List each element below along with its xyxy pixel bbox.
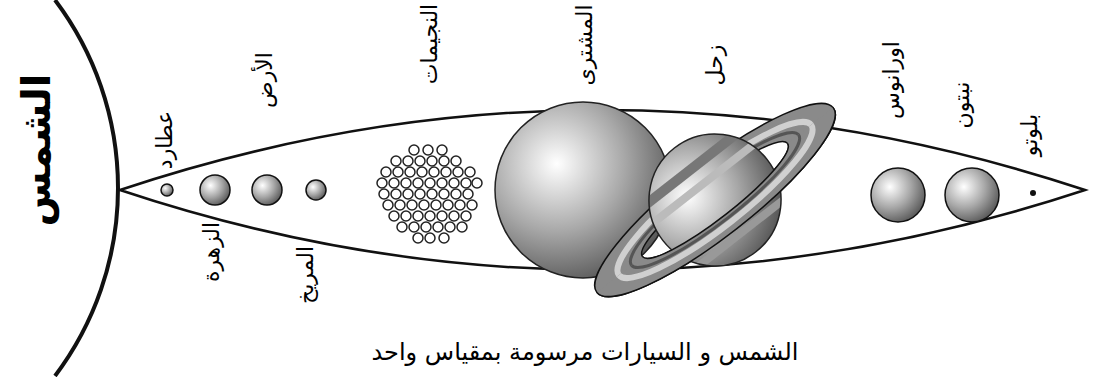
asteroid-belt xyxy=(395,200,405,210)
neptune xyxy=(945,168,999,222)
planet-label: عطارد xyxy=(152,111,178,169)
planet-label: الأرض xyxy=(252,52,278,108)
asteroid-belt xyxy=(451,156,461,166)
asteroid-belt xyxy=(377,145,482,243)
venus xyxy=(200,175,230,205)
asteroid-belt xyxy=(455,200,465,210)
asteroid-belt xyxy=(421,222,431,232)
asteroid-belt xyxy=(415,189,425,199)
asteroid-belt xyxy=(415,156,425,166)
saturn xyxy=(602,104,828,297)
asteroid-belt xyxy=(413,211,423,221)
sun-arc xyxy=(55,0,118,376)
asteroid-belt xyxy=(439,156,449,166)
asteroid-belt xyxy=(437,145,447,155)
asteroid-belt xyxy=(425,211,435,221)
earth xyxy=(252,175,282,205)
caption: الشمس و السيارات مرسومة بمقياس واحد xyxy=(372,338,799,367)
asteroid-belt xyxy=(389,211,399,221)
saturn xyxy=(602,104,828,297)
asteroid-belt xyxy=(391,189,401,199)
asteroid-belt xyxy=(389,178,399,188)
mercury xyxy=(161,184,173,196)
saturn xyxy=(618,117,812,282)
asteroid-belt xyxy=(379,189,389,199)
asteroid-belt xyxy=(429,167,439,177)
asteroid-belt xyxy=(413,233,423,243)
asteroid-belt xyxy=(463,189,473,199)
asteroid-belt xyxy=(377,178,387,188)
asteroid-belt xyxy=(449,178,459,188)
uranus xyxy=(871,168,925,222)
asteroid-belt xyxy=(417,167,427,177)
asteroid-belt xyxy=(461,211,471,221)
saturn xyxy=(575,79,856,320)
asteroid-belt xyxy=(413,178,423,188)
asteroid-belt xyxy=(461,178,471,188)
asteroid-belt xyxy=(391,156,401,166)
planet-label: الزهرة xyxy=(199,222,225,282)
asteroid-belt xyxy=(401,178,411,188)
planet-label: المريخ xyxy=(293,246,319,304)
sun-label: الشمس xyxy=(12,74,60,227)
asteroid-belt xyxy=(403,189,413,199)
jupiter xyxy=(495,102,671,278)
asteroid-belt xyxy=(425,178,435,188)
mars xyxy=(306,180,326,200)
asteroid-belt xyxy=(419,200,429,210)
asteroid-belt xyxy=(393,167,403,177)
planet-label: اورانوس xyxy=(879,41,905,119)
asteroid-belt xyxy=(427,189,437,199)
asteroid-belt xyxy=(467,200,477,210)
asteroid-belt xyxy=(465,167,475,177)
asteroid-belt xyxy=(431,200,441,210)
asteroid-belt xyxy=(439,233,449,243)
saturn xyxy=(556,56,874,345)
asteroid-belt xyxy=(409,145,419,155)
asteroid-belt xyxy=(409,222,419,232)
planet-label: المشترى xyxy=(572,4,598,85)
asteroid-belt xyxy=(457,222,467,232)
asteroid-belt xyxy=(437,211,447,221)
asteroid-belt xyxy=(443,200,453,210)
asteroid-belt xyxy=(472,178,482,188)
asteroid-belt xyxy=(403,156,413,166)
asteroid-belt xyxy=(449,211,459,221)
planet-label: نبتون xyxy=(949,82,975,129)
asteroid-belt xyxy=(439,189,449,199)
asteroid-belt xyxy=(383,200,393,210)
asteroid-label: النجيمات xyxy=(417,4,443,84)
planet-label: زحل xyxy=(702,45,728,86)
asteroid-belt xyxy=(427,156,437,166)
asteroid-belt xyxy=(381,167,391,177)
planet-label: بلوتو xyxy=(1017,114,1043,156)
asteroid-belt xyxy=(423,145,433,155)
asteroid-belt xyxy=(445,222,455,232)
asteroid-belt xyxy=(407,200,417,210)
asteroid-belt xyxy=(401,211,411,221)
asteroid-belt xyxy=(433,222,443,232)
saturn xyxy=(581,95,855,320)
saturn xyxy=(581,95,855,320)
asteroid-belt xyxy=(441,167,451,177)
asteroid-belt xyxy=(451,189,461,199)
asteroid-belt xyxy=(405,167,415,177)
asteroid-belt xyxy=(397,222,407,232)
asteroid-belt xyxy=(425,233,435,243)
asteroid-belt xyxy=(437,178,447,188)
asteroid-belt xyxy=(453,167,463,177)
pluto xyxy=(1030,190,1036,196)
